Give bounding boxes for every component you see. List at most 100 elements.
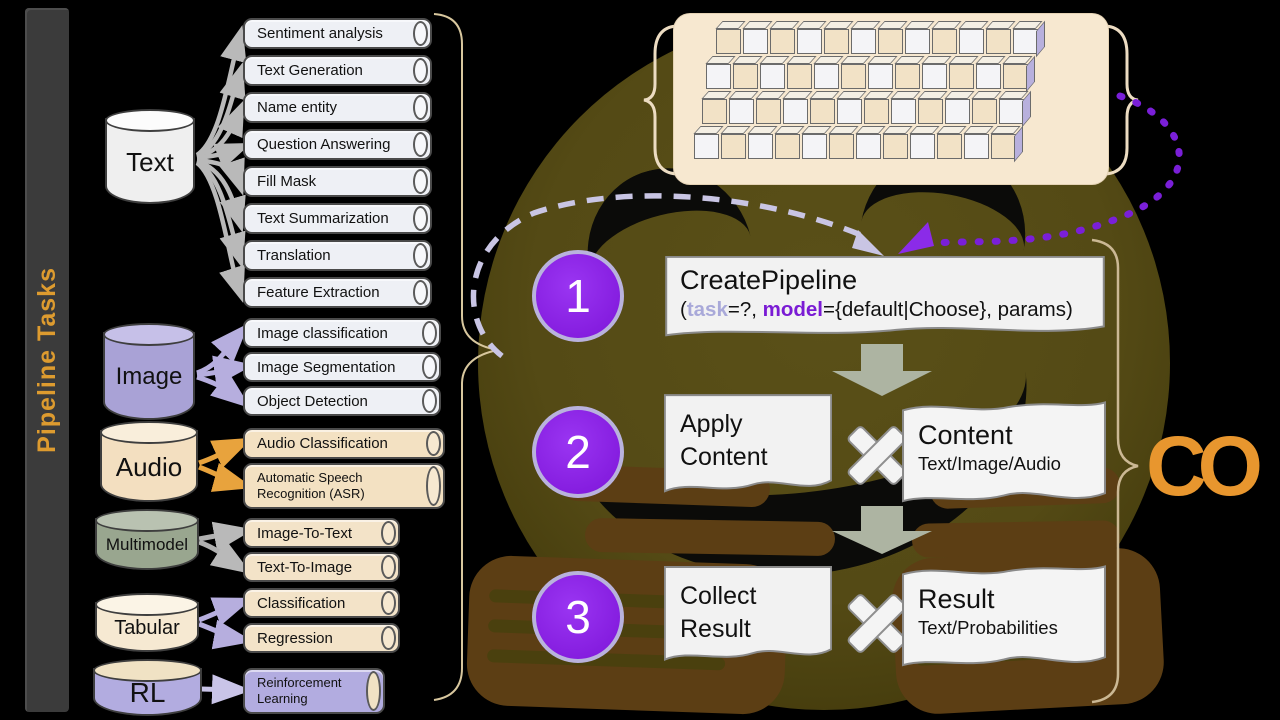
task-label: Image classification <box>257 324 388 342</box>
keyboard-key <box>837 99 862 124</box>
task-pill: Feature Extraction <box>243 277 432 308</box>
keyboard-key <box>743 29 768 54</box>
colab-logo: CO <box>1146 419 1263 513</box>
keyboard-key <box>760 64 785 89</box>
keyboard-key <box>918 99 943 124</box>
task-label: Fill Mask <box>257 173 317 190</box>
task-label: Reinforcement Learning <box>257 674 342 706</box>
apply-content-line1: Apply <box>680 410 743 438</box>
keyboard-key <box>770 29 795 54</box>
keyboard-key <box>964 134 989 159</box>
keyboard-key <box>787 64 812 89</box>
category-label-tabular: Tabular <box>114 616 180 639</box>
step-2-number: 2 <box>565 426 591 478</box>
keyboard-key <box>878 29 903 54</box>
keyboard-key <box>932 29 957 54</box>
step-1-number: 1 <box>565 270 591 322</box>
step-2-badge: 2 <box>532 406 624 498</box>
keyboard-key <box>802 134 827 159</box>
task-pill: Audio Classification <box>243 428 445 459</box>
task-label: Question Answering <box>257 136 391 153</box>
keyboard-key <box>895 64 920 89</box>
keyboard-key <box>721 134 746 159</box>
keyboard-key <box>999 99 1024 124</box>
task-pill: Reinforcement Learning <box>243 668 385 714</box>
result-title: Result <box>918 584 995 614</box>
category-cylinder-tabular: Tabular <box>95 593 199 652</box>
keyboard-graphic <box>674 14 1108 184</box>
create-pipeline-box: CreatePipeline (task=?, model={default|C… <box>664 256 1106 344</box>
content-subtitle: Text/Image/Audio <box>918 453 1061 474</box>
keyboard-key <box>856 134 881 159</box>
task-pill: Regression <box>243 623 400 653</box>
keyboard-key <box>891 99 916 124</box>
category-cylinder-text: Text <box>105 109 195 204</box>
keyboard-key <box>959 29 984 54</box>
sig-open: ( <box>680 298 687 321</box>
task-label: Text Summarization <box>257 210 389 227</box>
keyboard-key <box>986 29 1011 54</box>
keyboard-key <box>797 29 822 54</box>
category-label-audio: Audio <box>115 451 183 482</box>
step-3-badge: 3 <box>532 571 624 663</box>
task-list-rl: Reinforcement Learning <box>243 668 385 714</box>
keyboard-key <box>976 64 1001 89</box>
keyboard-key <box>748 134 773 159</box>
task-pill: Question Answering <box>243 129 432 160</box>
keyboard-key <box>783 99 808 124</box>
task-label: Image-To-Text <box>257 524 353 542</box>
result-flag-box: Result Text/Probabilities <box>902 562 1106 674</box>
keyboard-key <box>851 29 876 54</box>
category-cylinder-rl: RL <box>93 659 202 716</box>
step-3-number: 3 <box>565 591 591 643</box>
task-pill: Text Generation <box>243 55 432 86</box>
task-pill: Automatic Speech Recognition (ASR) <box>243 463 445 509</box>
sig-task-keyword: task <box>686 298 728 321</box>
task-pill: Image classification <box>243 318 441 348</box>
task-pill: Classification <box>243 588 400 618</box>
keyboard-key <box>756 99 781 124</box>
create-pipeline-title: CreatePipeline <box>680 265 858 295</box>
collect-result-line2: Result <box>680 614 751 643</box>
keyboard-key <box>991 134 1016 159</box>
multiply-icon <box>843 421 909 487</box>
keyboard-key <box>905 29 930 54</box>
keyboard-key <box>694 134 719 159</box>
category-label-text: Text <box>126 146 174 177</box>
keyboard-row <box>694 134 1108 159</box>
keyboard-key <box>824 29 849 54</box>
keyboard-key <box>814 64 839 89</box>
keyboard-key <box>716 29 741 54</box>
apply-content-line2: Content <box>680 442 768 471</box>
task-pill: Text Summarization <box>243 203 432 234</box>
task-pill: Text-To-Image <box>243 552 400 582</box>
category-cylinder-audio: Audio <box>100 421 198 502</box>
category-label-multimodel: Multimodel <box>105 535 189 554</box>
keyboard-key <box>733 64 758 89</box>
keyboard-keys <box>674 14 1108 159</box>
task-pill: Fill Mask <box>243 166 432 197</box>
keyboard-key <box>972 99 997 124</box>
category-label-rl: RL <box>129 677 166 708</box>
keyboard-key <box>868 64 893 89</box>
category-cylinder-image: Image <box>103 323 195 420</box>
task-label: Sentiment analysis <box>257 25 383 42</box>
doc-shape <box>664 394 832 502</box>
apply-content-box: Apply Content <box>664 394 832 502</box>
task-label: Feature Extraction <box>257 284 380 301</box>
task-pill: Image-To-Text <box>243 518 400 548</box>
doc-shape <box>664 566 832 670</box>
content-flag-box: Content Text/Image/Audio <box>902 398 1106 510</box>
keyboard-key <box>702 99 727 124</box>
keyboard-key <box>937 134 962 159</box>
keyboard-key <box>841 64 866 89</box>
task-label: Audio Classification <box>257 435 388 452</box>
